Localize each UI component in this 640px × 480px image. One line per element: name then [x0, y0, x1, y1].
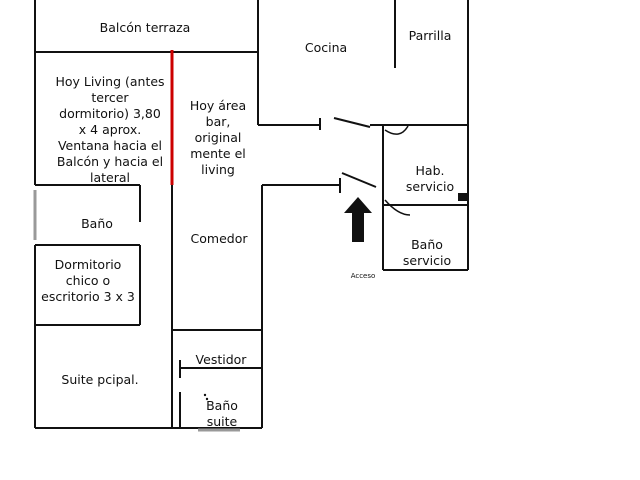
- dormitorio-line: escritorio 3 x 3: [41, 289, 135, 304]
- room-vestidor: Vestidor: [195, 352, 247, 367]
- room-area-bar: Hoy área bar, original mente el living: [180, 98, 256, 178]
- room-bano-servicio: Baño servicio: [392, 237, 462, 269]
- room-balcon-terraza: Balcón terraza: [99, 20, 191, 35]
- living-line: Balcón y hacia el: [56, 154, 164, 169]
- dormitorio-line: chico o: [65, 273, 111, 288]
- area-bar-line: original: [194, 130, 242, 145]
- room-parrilla: Parrilla: [408, 28, 452, 43]
- hab-servicio-line: servicio: [405, 179, 455, 194]
- room-comedor: Comedor: [190, 231, 248, 246]
- room-suite: Suite pcipal.: [61, 372, 139, 387]
- living-line: lateral: [90, 170, 130, 185]
- room-cocina: Cocina: [304, 40, 348, 55]
- living-line: dormitorio) 3,80: [59, 106, 161, 121]
- room-bano-suite: Baño suite: [192, 398, 252, 430]
- column-marker: [458, 193, 467, 201]
- bano-servicio-line: servicio: [402, 253, 452, 268]
- walls: [34, 0, 469, 429]
- living-line: tercer: [91, 90, 129, 105]
- hab-servicio-line: Hab.: [415, 163, 445, 178]
- entry-arrow-icon: [344, 197, 372, 242]
- fixture-dot: [205, 397, 209, 401]
- door-swings: [384, 125, 411, 216]
- area-bar-line: living: [201, 162, 235, 177]
- bano-suite-line: Baño: [206, 398, 238, 413]
- bano-servicio-line: Baño: [411, 237, 443, 252]
- area-bar-line: bar,: [205, 114, 231, 129]
- area-bar-line: Hoy área: [189, 98, 247, 113]
- acceso-text: Acceso: [350, 272, 376, 280]
- dormitorio-line: Dormitorio: [54, 257, 122, 272]
- room-living: Hoy Living (antes tercer dormitorio) 3,8…: [50, 74, 170, 186]
- bano-suite-line: suite: [206, 414, 238, 429]
- acceso-label: Acceso: [340, 272, 386, 281]
- living-line: Ventana hacia el: [57, 138, 163, 153]
- room-dormitorio: Dormitorio chico o escritorio 3 x 3: [38, 257, 138, 305]
- fixture-dot: [203, 393, 207, 397]
- room-hab-servicio: Hab. servicio: [392, 163, 468, 195]
- living-line: Hoy Living (antes: [55, 74, 165, 89]
- living-line: x 4 aprox.: [78, 122, 142, 137]
- room-bano: Baño: [81, 216, 113, 231]
- area-bar-line: mente el: [190, 146, 246, 161]
